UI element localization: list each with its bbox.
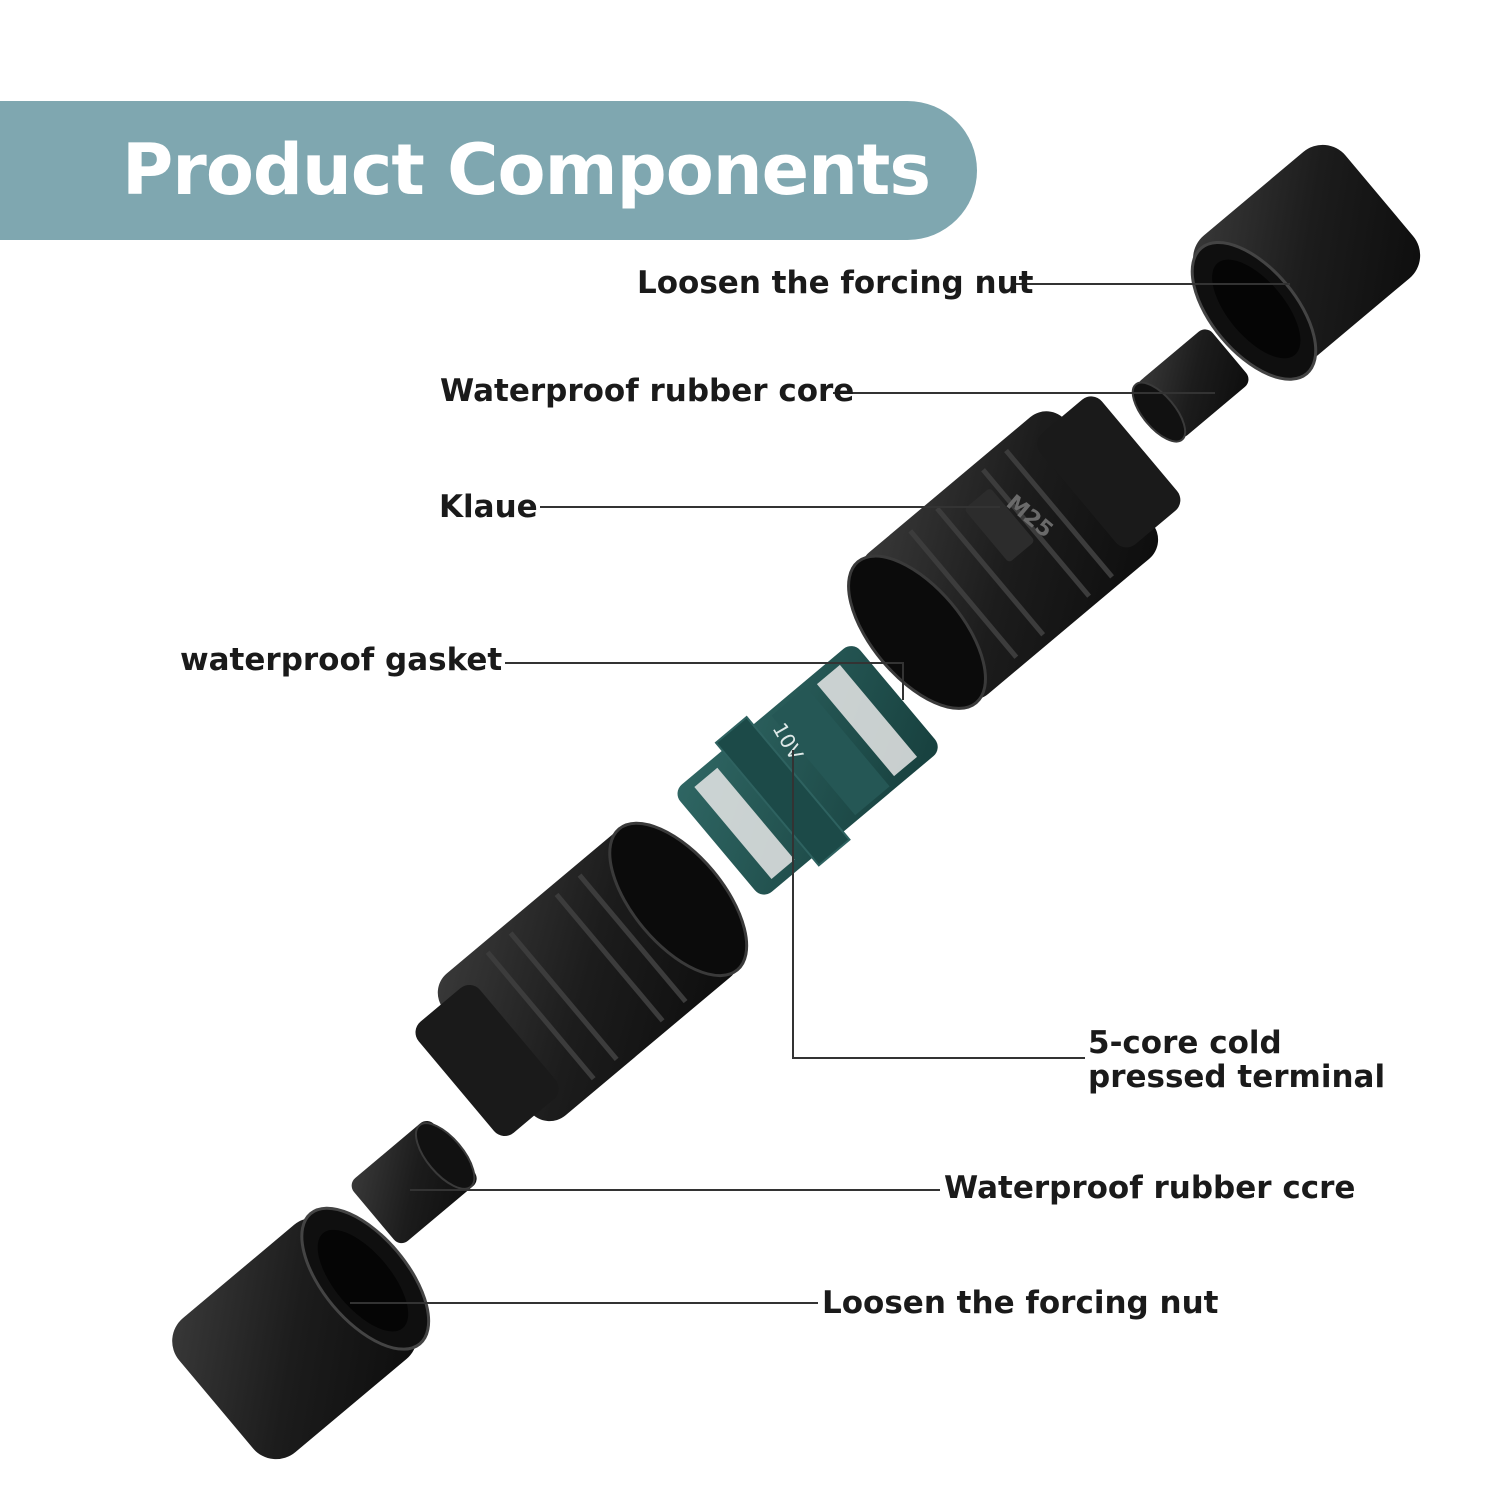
leader-terminal xyxy=(792,750,1085,1059)
claw-body xyxy=(847,396,1181,710)
label-gasket: waterproof gasket xyxy=(180,642,503,678)
bottom-rubber-core xyxy=(351,1120,477,1244)
terminal-block xyxy=(677,646,938,895)
top-forcing-nut xyxy=(1190,144,1421,381)
title-banner xyxy=(0,101,977,240)
label-terminal-line2: pressed terminal xyxy=(1088,1059,1386,1095)
label-top-rubber-core: Waterproof rubber core xyxy=(440,373,855,409)
label-bottom-forcing-nut: Loosen the forcing nut xyxy=(822,1285,1219,1321)
leader-gasket xyxy=(505,662,904,700)
label-terminal-line1: 5-core cold xyxy=(1088,1025,1282,1061)
bottom-forcing-nut xyxy=(172,1206,431,1460)
bottom-body xyxy=(415,821,749,1137)
label-bottom-rubber-core: Waterproof rubber ccre xyxy=(944,1170,1356,1206)
page-title: Product Components xyxy=(122,129,931,211)
top-rubber-core xyxy=(1131,329,1249,443)
label-claw: Klaue xyxy=(439,489,538,525)
label-top-forcing-nut: Loosen the forcing nut xyxy=(637,265,1034,301)
leader-lines xyxy=(350,283,1290,1304)
